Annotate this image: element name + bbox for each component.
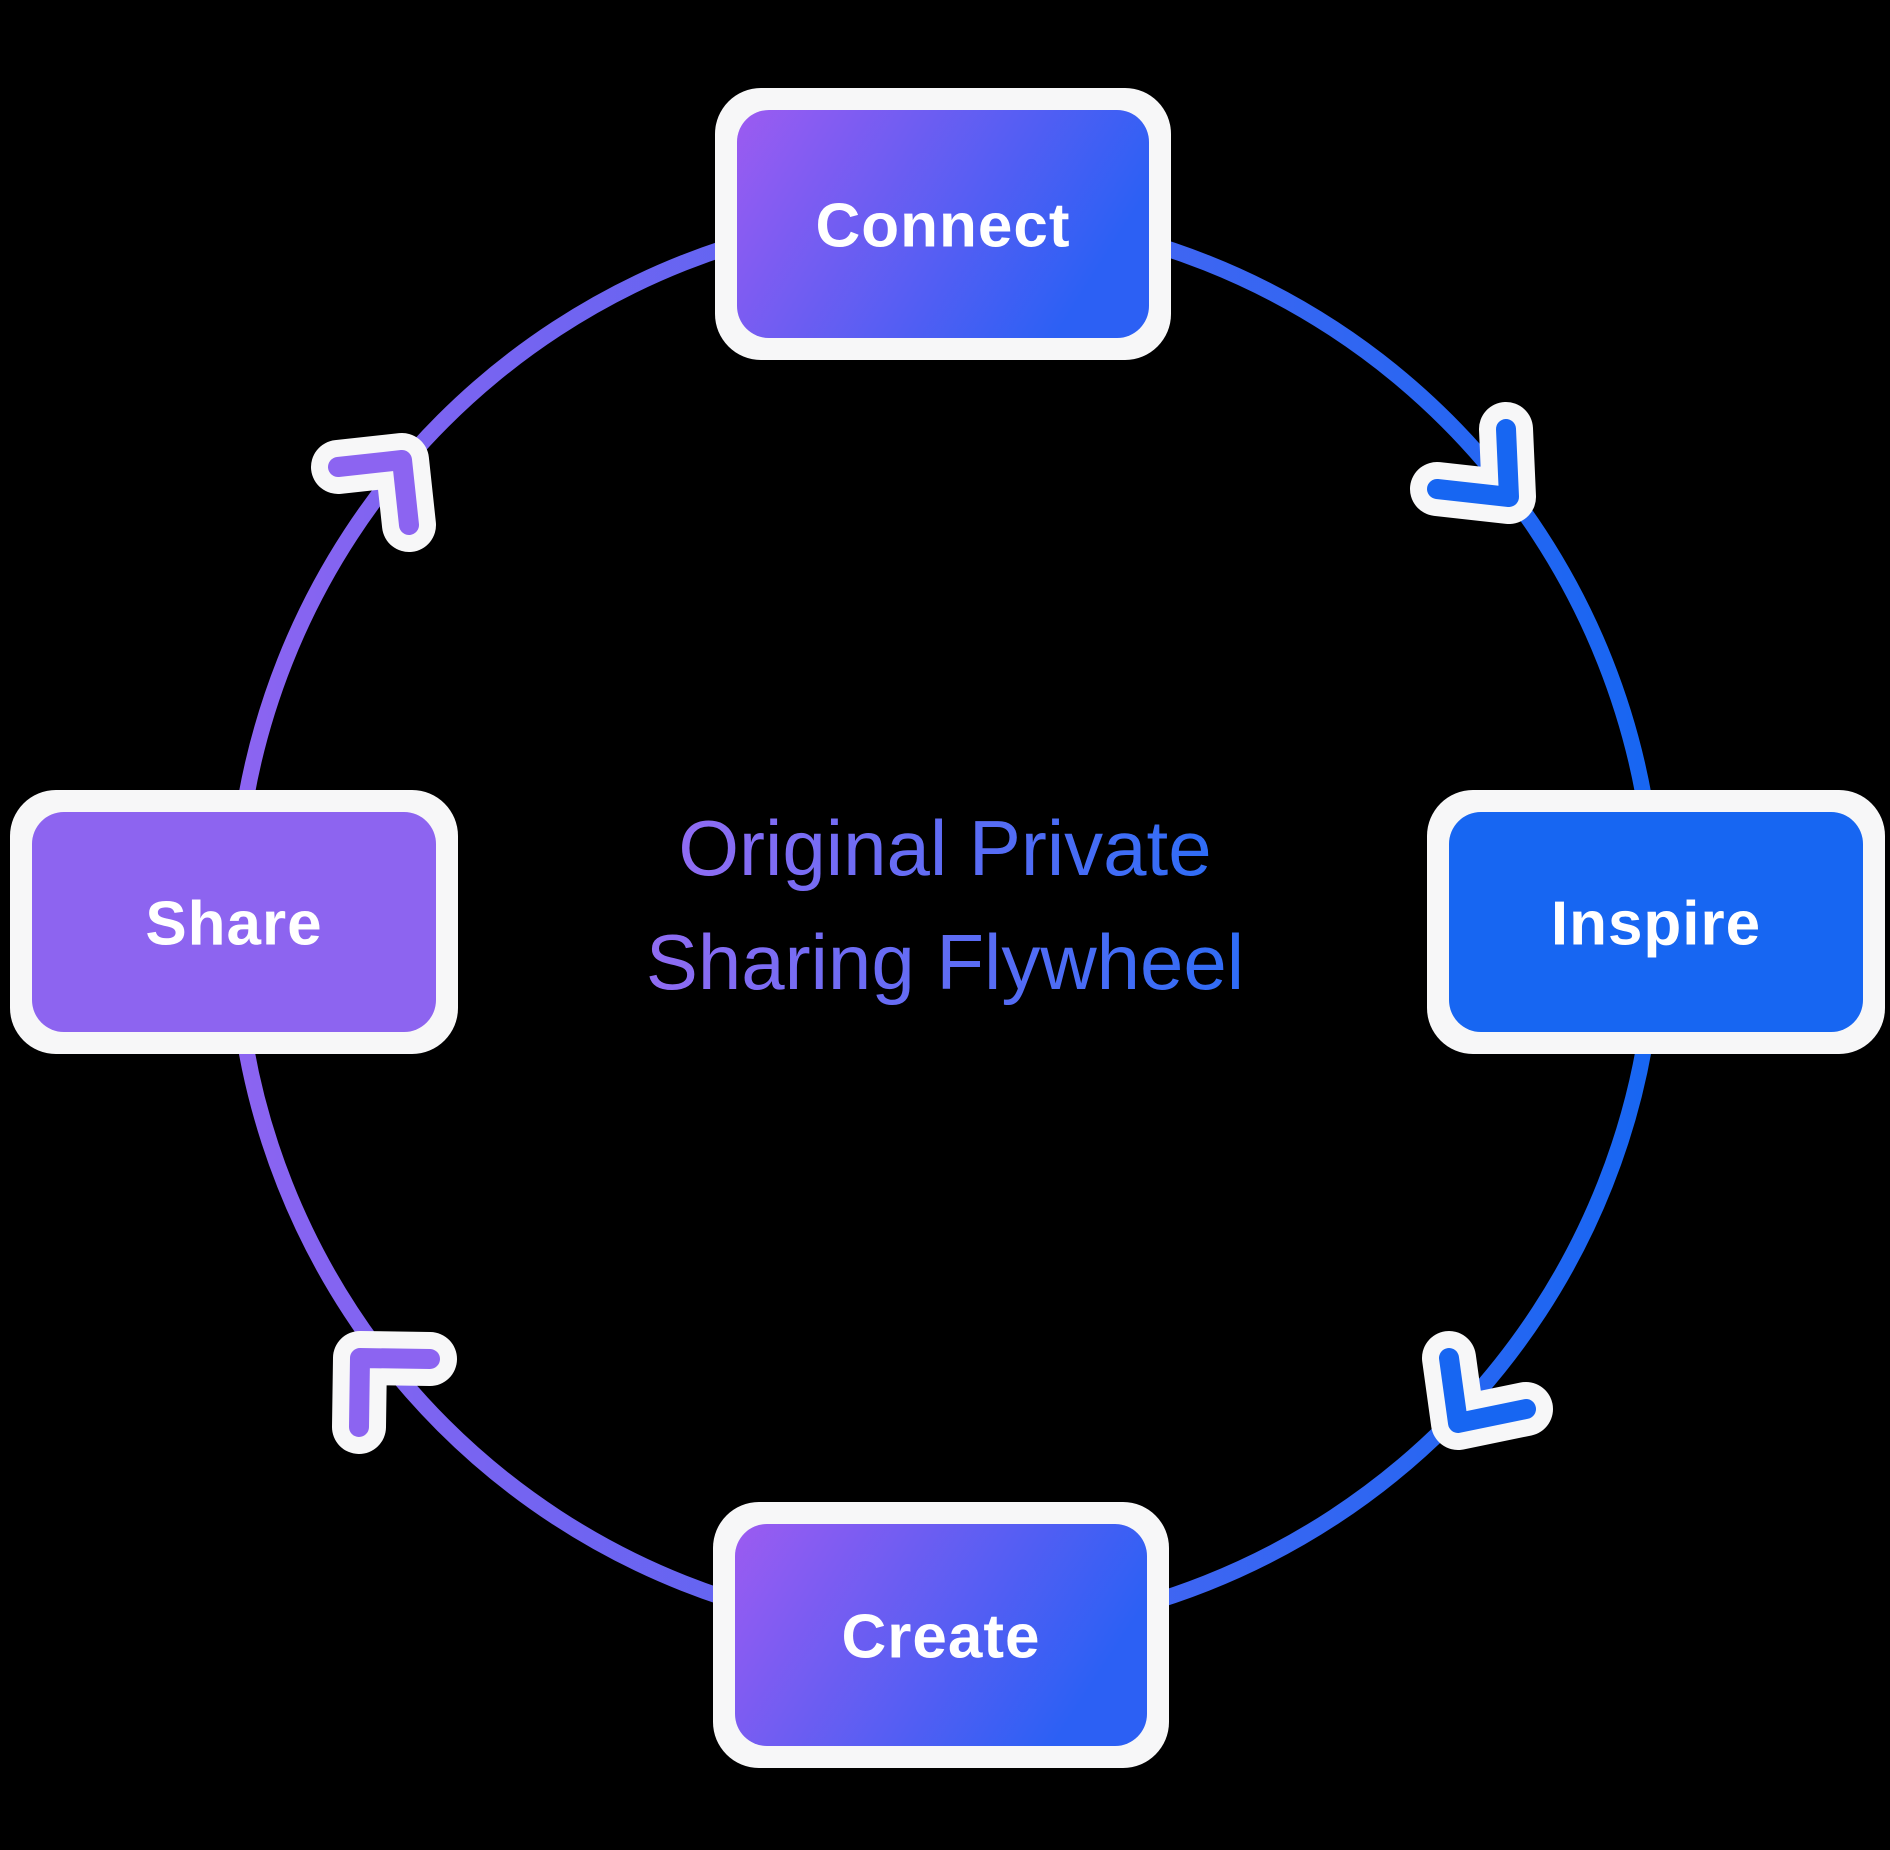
flow-arrow-bottom-left [332,1331,457,1454]
flow-arrow-top-left [311,433,436,552]
node-connect: Connect [715,88,1171,360]
node-create: Create [713,1502,1169,1768]
center-title-line1: Original Private [678,804,1211,892]
node-share: Share [10,790,458,1054]
node-label: Create [842,1603,1041,1672]
chevron-top-right-icon [1427,419,1519,507]
chevron-bottom-left-icon [349,1348,440,1437]
chevron-top-left-icon [328,450,419,535]
node-label: Inspire [1551,890,1761,959]
flow-arrow-bottom-right [1422,1331,1553,1450]
flow-arrow-top-right [1410,402,1536,524]
node-inspire: Inspire [1427,790,1885,1054]
node-fill [735,1524,1147,1746]
node-fill [737,110,1149,338]
center-title-line2: Sharing Flywheel [646,918,1244,1006]
node-fill [32,812,436,1032]
node-fill [1449,812,1863,1032]
center-title: Original Private Sharing Flywheel [646,804,1244,1006]
chevron-bottom-right-icon [1439,1348,1536,1433]
node-label: Connect [816,192,1071,261]
node-label: Share [145,890,322,959]
